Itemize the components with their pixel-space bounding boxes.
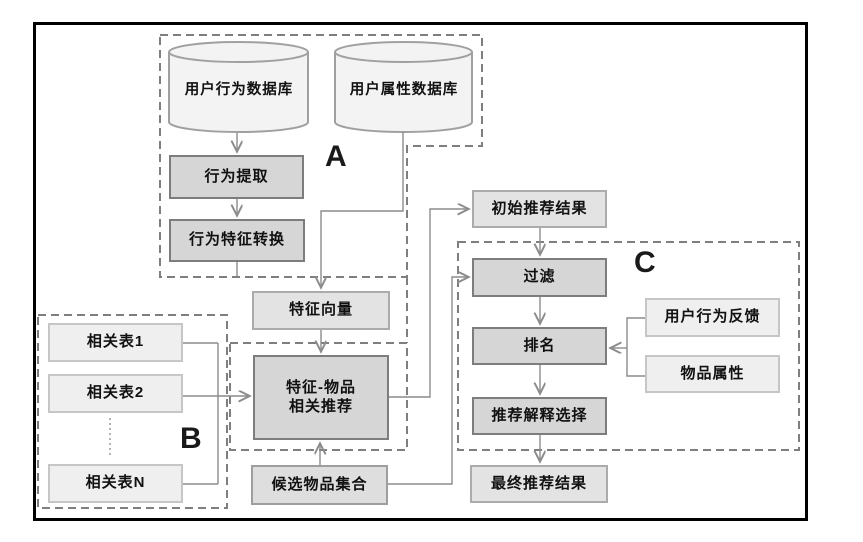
- related-table-n-box: 相关表N: [48, 464, 183, 503]
- related-table-2-box: 相关表2: [48, 374, 183, 413]
- candidate-item-set-box: 候选物品集合: [251, 465, 388, 505]
- user-behavior-db-label: 用户行为数据库: [184, 81, 294, 98]
- feature-vector-box: 特征向量: [252, 291, 390, 330]
- initial-recommendation-result-box: 初始推荐结果: [472, 190, 607, 228]
- feature-item-recommendation-box: 特征-物品 相关推荐: [253, 355, 389, 440]
- ranking-box: 排名: [472, 327, 607, 365]
- region-b-label: B: [180, 422, 202, 455]
- behavior-extraction-box: 行为提取: [169, 155, 304, 199]
- related-table-1-box: 相关表1: [48, 323, 183, 362]
- user-behavior-feedback-box: 用户行为反馈: [645, 298, 780, 337]
- feature-item-line1: 特征-物品: [286, 378, 356, 396]
- behavior-feature-conversion-box: 行为特征转换: [169, 219, 305, 262]
- region-a-label: A: [325, 140, 347, 173]
- item-attributes-box: 物品属性: [645, 355, 780, 393]
- filter-box: 过滤: [472, 258, 607, 297]
- user-attribute-db-label: 用户属性数据库: [349, 81, 459, 98]
- explanation-selection-box: 推荐解释选择: [472, 397, 607, 435]
- region-c-label: C: [634, 246, 656, 279]
- feature-item-line2: 相关推荐: [288, 397, 353, 415]
- final-recommendation-result-box: 最终推荐结果: [470, 465, 608, 503]
